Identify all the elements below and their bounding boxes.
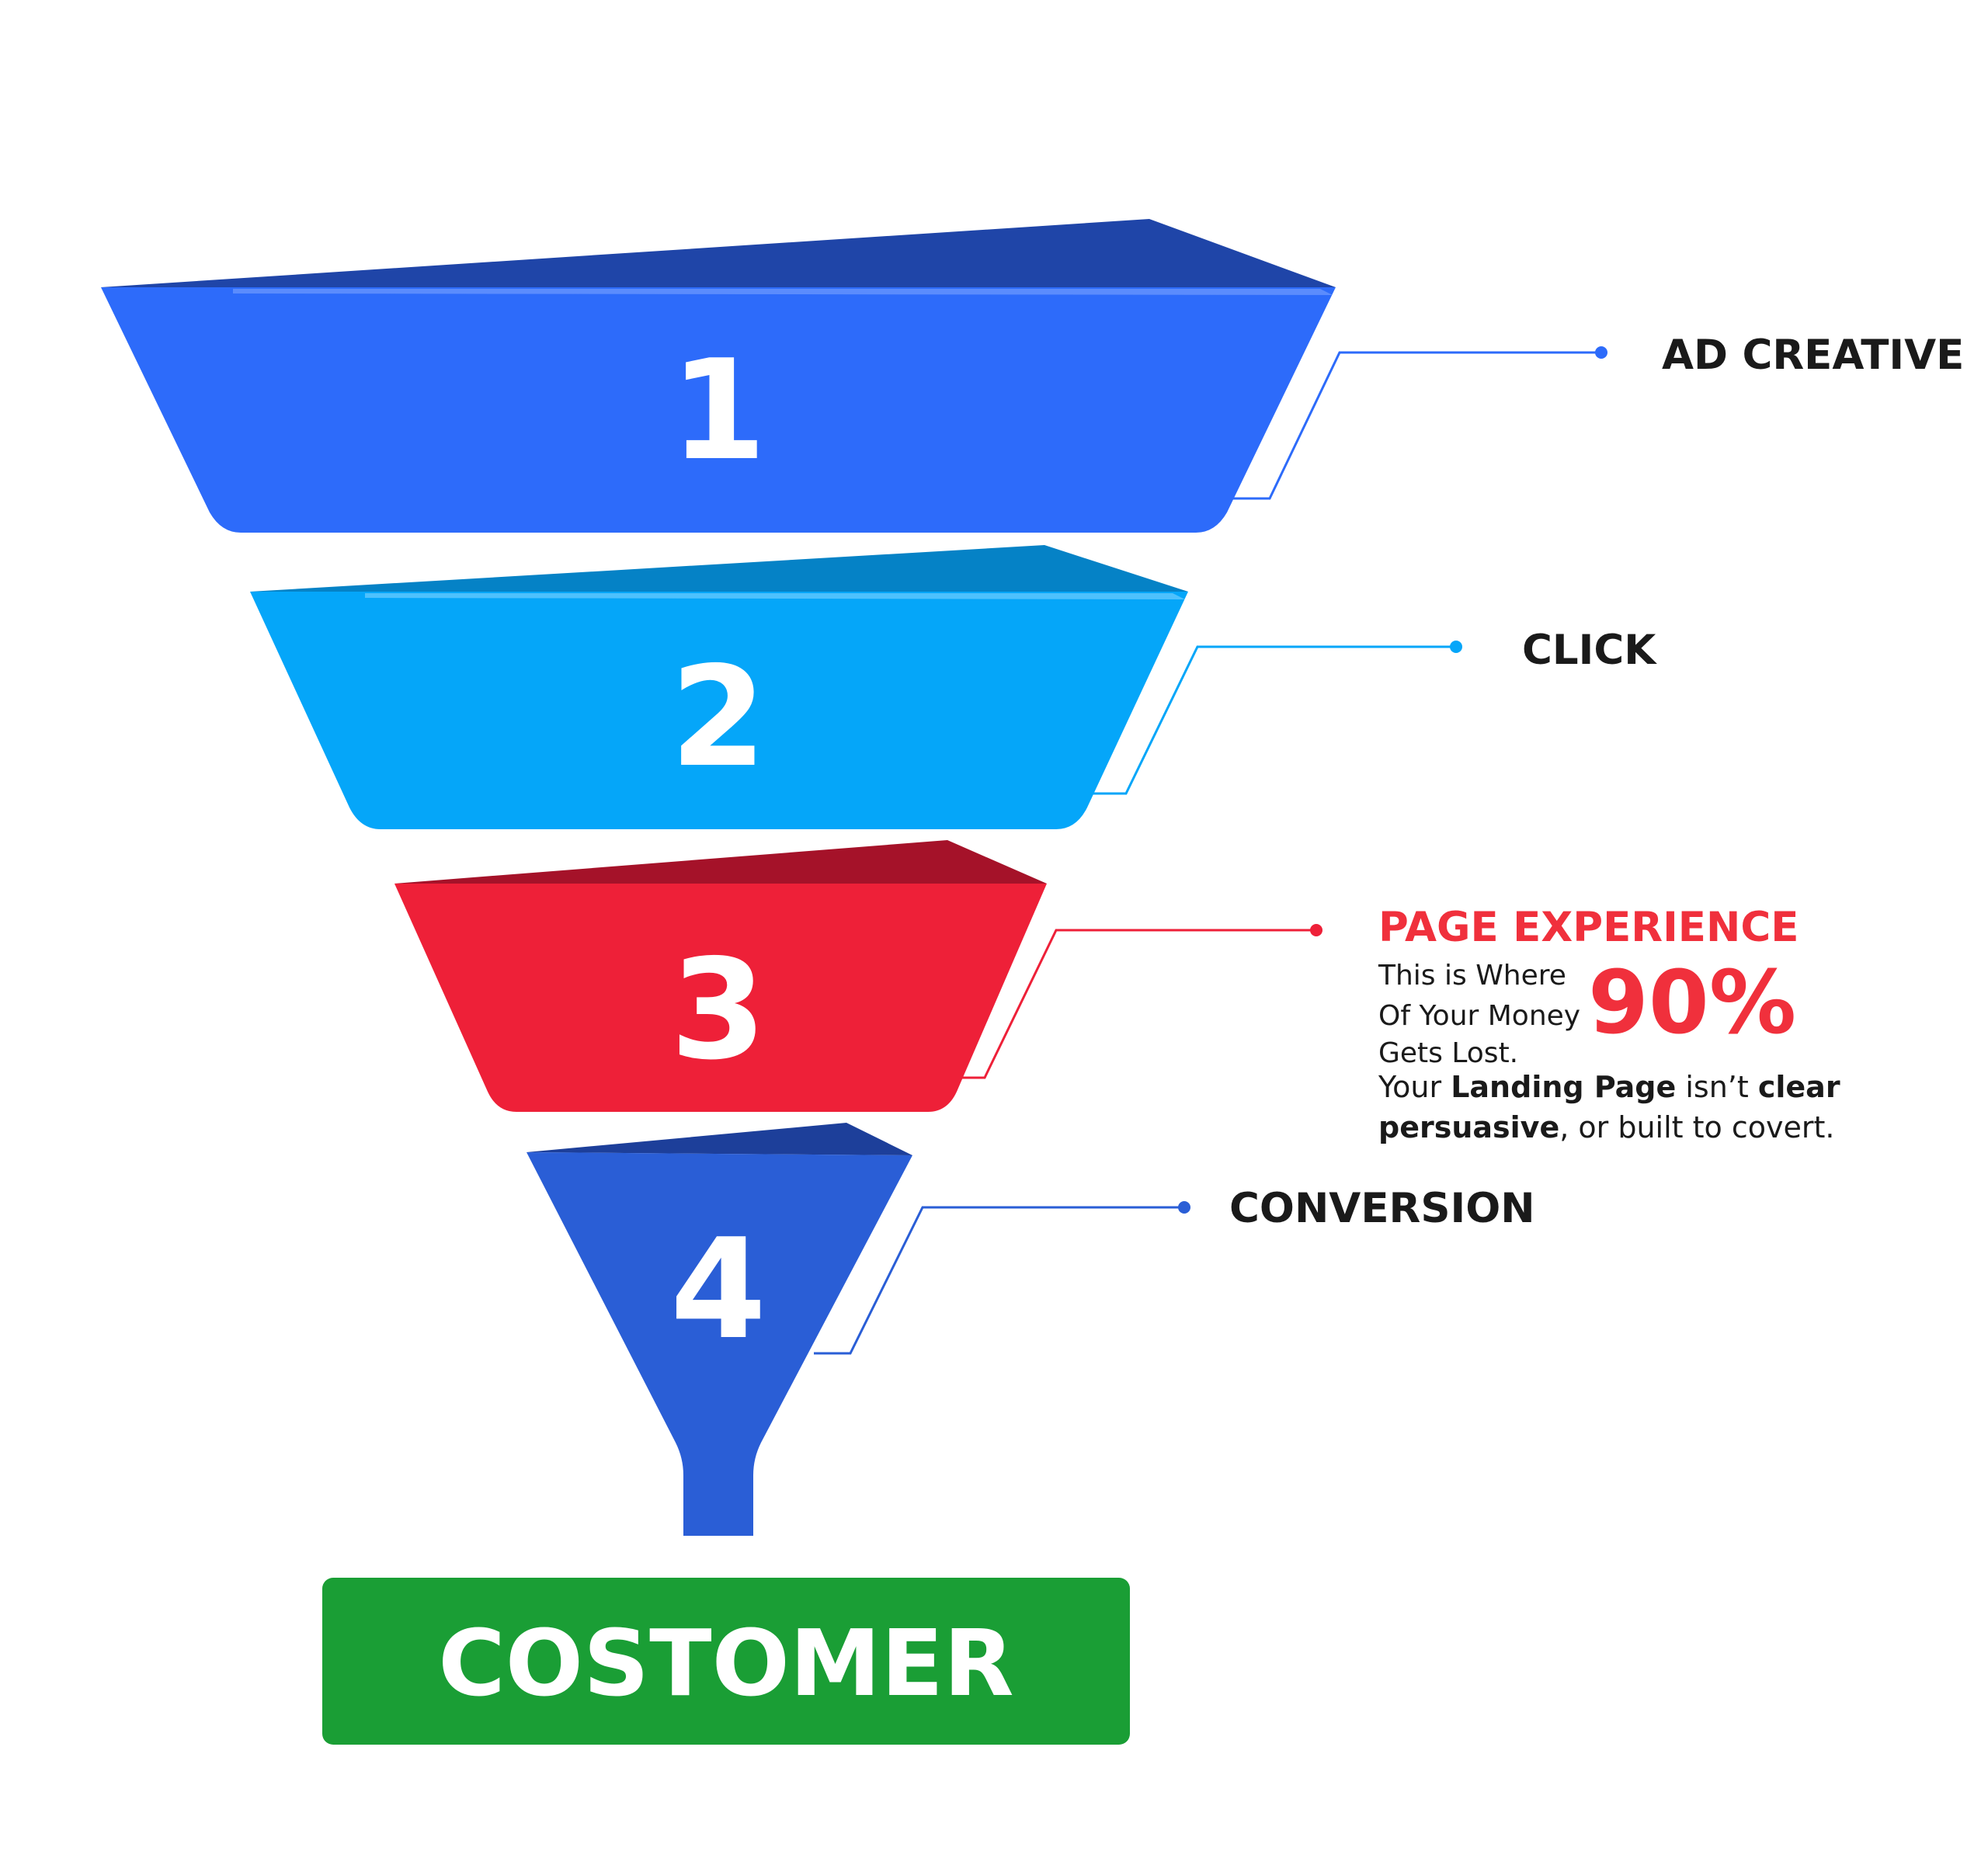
- label-conversion: CONVERSION: [1229, 1185, 1535, 1232]
- connector-1: [1233, 346, 1607, 500]
- stage-3-number: 3: [670, 929, 766, 1090]
- body-your: Your: [1378, 1070, 1451, 1104]
- detail-line-3: Gets Lost.: [1378, 1037, 1518, 1069]
- stage-4-body: [527, 1152, 912, 1536]
- stage-4-top-face: [527, 1123, 912, 1155]
- stage-2-body: [250, 592, 1188, 829]
- connector-2-dot: [1450, 641, 1462, 653]
- customer-label: COSTOMER: [438, 1610, 1014, 1717]
- stage-1-number: 1: [670, 330, 766, 491]
- connector-2: [1089, 641, 1462, 795]
- stage-3-top-face: [394, 840, 1047, 884]
- body-clear: clear: [1758, 1070, 1840, 1104]
- detail-body-line-1: Your Landing Page isn’t clear: [1378, 1070, 1840, 1104]
- funnel-stage-4: 4: [527, 1123, 912, 1536]
- label-page-experience: PAGE EXPERIENCE: [1378, 904, 1799, 951]
- page-experience-detail: This is Where Of Your Money Gets Lost. 9…: [1378, 953, 1840, 1144]
- label-click: CLICK: [1522, 627, 1657, 674]
- stage-3-body: [394, 884, 1047, 1112]
- stage-1-body: [101, 287, 1336, 533]
- body-persuasive: persuasive: [1378, 1110, 1559, 1144]
- customer-box: COSTOMER: [322, 1578, 1130, 1745]
- connector-1-dot: [1595, 346, 1607, 359]
- detail-line-1: This is Where: [1378, 960, 1566, 992]
- customer-box-bg: [322, 1578, 1130, 1745]
- body-built-to-covert: , or built to covert.: [1559, 1110, 1834, 1144]
- funnel-stage-2: 2: [250, 545, 1188, 829]
- detail-body-line-2: persuasive, or built to covert.: [1378, 1110, 1834, 1144]
- funnel-stage-1: 1: [101, 219, 1336, 533]
- stage-2-top-face: [250, 545, 1188, 592]
- connector-4-dot: [1178, 1201, 1190, 1214]
- percent-90: 90%: [1588, 953, 1796, 1054]
- body-isnt: isn’t: [1676, 1070, 1758, 1104]
- stage-2-number: 2: [670, 637, 766, 797]
- stage-4-number: 4: [670, 1209, 766, 1370]
- stage-1-top-face: [101, 219, 1336, 287]
- connector-3-dot: [1310, 924, 1322, 936]
- detail-line-2: Of Your Money: [1378, 1000, 1580, 1032]
- connector-3: [949, 924, 1322, 1079]
- funnel-stage-3: 3: [394, 840, 1047, 1112]
- stage-1-highlight: [233, 289, 1333, 295]
- connector-4: [814, 1201, 1190, 1355]
- body-landing-page: Landing Page: [1451, 1070, 1676, 1104]
- stage-2-highlight: [365, 593, 1185, 599]
- label-ad-creative: AD CREATIVE: [1662, 332, 1964, 379]
